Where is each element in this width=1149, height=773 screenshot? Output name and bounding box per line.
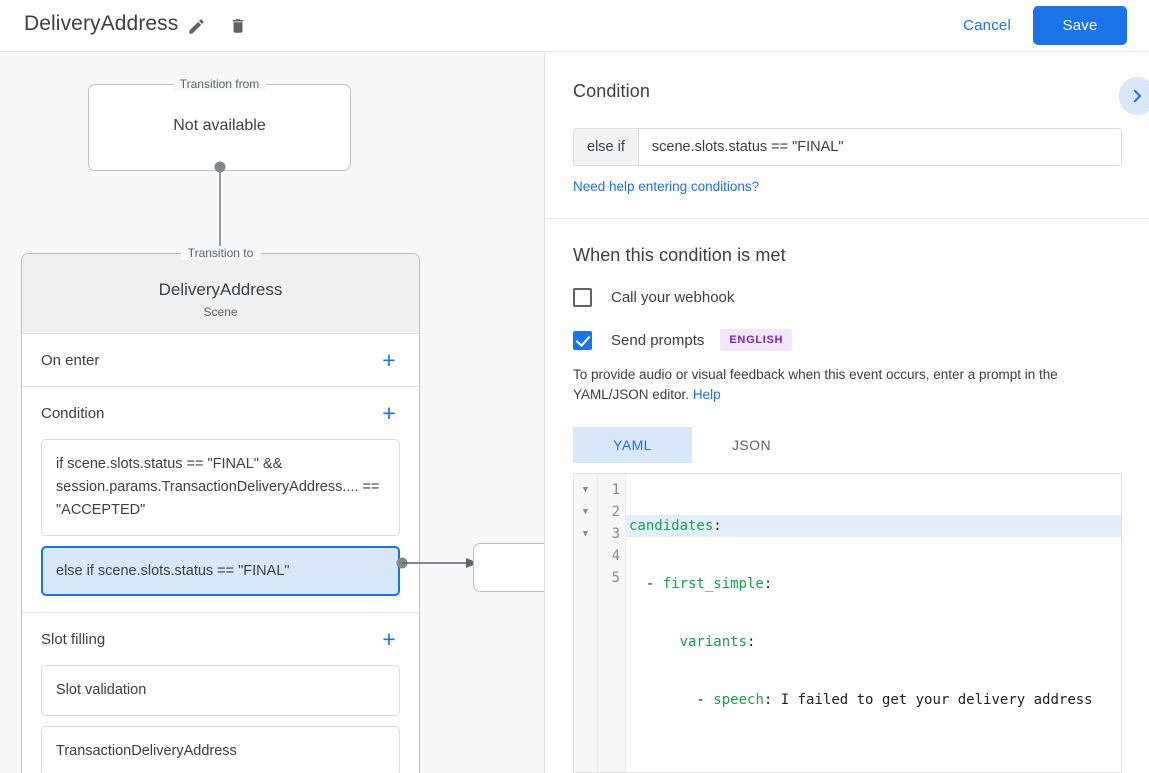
section-slot-filling: Slot filling + Slot validation Transacti… (22, 613, 419, 773)
line-number: 4 (611, 547, 620, 564)
line-number: 2 (611, 503, 620, 520)
when-met-heading: When this condition is met (573, 245, 786, 265)
yaml-code-editor[interactable]: ▼ ▼ ▼ 1 2 3 4 5 candidates: - first_simp… (573, 472, 1122, 773)
condition-prefix-label: else if (574, 129, 639, 165)
transition-to-card: Transition to DeliveryAddress Scene On e… (21, 246, 420, 773)
call-webhook-label: Call your webhook (611, 289, 735, 306)
add-condition-button[interactable]: + (382, 399, 396, 426)
fold-toggle-2[interactable]: ▼ (582, 506, 589, 517)
send-prompts-label: Send prompts (611, 331, 705, 349)
call-webhook-checkbox[interactable] (573, 288, 592, 307)
code-line[interactable]: - first_simple: (629, 575, 773, 592)
condition-help-link[interactable]: Need help entering conditions? (573, 179, 760, 194)
code-line[interactable] (626, 747, 1121, 769)
prompt-description: To provide audio or visual feedback when… (573, 365, 1122, 405)
cancel-button[interactable]: Cancel (957, 13, 1017, 39)
details-panel: Condition else if Need help entering con… (546, 53, 1149, 773)
trash-icon[interactable] (225, 13, 251, 39)
scene-type: Scene (203, 305, 238, 319)
webhook-row[interactable]: Call your webhook (573, 288, 1122, 307)
condition-expression-input[interactable] (638, 129, 1121, 165)
slot-item-transaction-delivery-address[interactable]: TransactionDeliveryAddress (41, 725, 400, 773)
page-title: DeliveryAddress (24, 12, 179, 35)
condition-heading: Condition (573, 81, 650, 101)
scene-name: DeliveryAddress (158, 280, 283, 299)
section-on-enter: On enter + (22, 334, 419, 387)
send-prompts-checkbox[interactable] (573, 330, 592, 350)
send-prompts-row[interactable]: Send prompts ENGLISH (573, 329, 1122, 351)
condition-edge-arrow (396, 557, 478, 569)
condition-section: Condition else if Need help entering con… (546, 53, 1149, 219)
editor-format-tabs: YAML JSON (573, 426, 1122, 463)
condition-item-if[interactable]: if scene.slots.status == "FINAL" && sess… (41, 439, 400, 536)
section-title-slot-filling: Slot filling (41, 630, 106, 648)
code-line[interactable]: - speech: I failed to get your delivery … (629, 691, 1093, 708)
save-button[interactable]: Save (1033, 6, 1127, 45)
scene-card-header: DeliveryAddress Scene (22, 254, 419, 334)
fold-toggle-5 (574, 567, 597, 589)
add-slot-filling-button[interactable]: + (382, 625, 396, 652)
section-condition: Condition + if scene.slots.status == "FI… (22, 387, 419, 614)
tab-yaml[interactable]: YAML (573, 426, 692, 463)
line-number-gutter: 1 2 3 4 5 (598, 473, 626, 772)
section-title-on-enter: On enter (41, 351, 100, 369)
prompt-description-text: To provide audio or visual feedback when… (573, 367, 1058, 402)
line-number: 3 (611, 525, 620, 542)
app-header: DeliveryAddress Cancel Save (0, 0, 1149, 52)
target-node-partial[interactable] (473, 543, 544, 592)
code-line[interactable]: candidates: (626, 514, 1121, 537)
section-title-condition: Condition (41, 404, 105, 422)
pencil-icon[interactable] (183, 13, 209, 39)
fold-gutter[interactable]: ▼ ▼ ▼ (574, 473, 598, 772)
fold-toggle-4 (574, 545, 597, 567)
condition-input-row[interactable]: else if (573, 128, 1122, 166)
add-on-enter-button[interactable]: + (382, 346, 396, 373)
transition-from-legend: Transition from (172, 77, 267, 91)
transition-to-legend: Transition to (180, 246, 261, 260)
tab-json[interactable]: JSON (732, 436, 771, 453)
condition-item-else-if[interactable]: else if scene.slots.status == "FINAL" (41, 545, 400, 597)
line-number: 1 (611, 481, 620, 498)
slot-item-slot-validation[interactable]: Slot validation (41, 665, 400, 716)
language-badge: ENGLISH (720, 329, 793, 351)
line-number: 5 (611, 569, 620, 586)
code-line[interactable]: variants: (679, 633, 756, 650)
transition-from-value: Not available (173, 117, 266, 134)
code-content[interactable]: candidates: - first_simple: variants: - … (626, 474, 1121, 772)
transition-from-node[interactable]: Transition from Not available (88, 77, 351, 171)
when-condition-met-section: When this condition is met Call your web… (546, 219, 1149, 773)
fold-toggle-1[interactable]: ▼ (582, 484, 589, 495)
flow-canvas[interactable]: Transition from Not available Transition… (0, 53, 545, 773)
fold-toggle-3[interactable]: ▼ (582, 528, 589, 539)
chevron-right-icon[interactable] (1119, 77, 1149, 115)
prompt-help-link[interactable]: Help (692, 386, 721, 402)
